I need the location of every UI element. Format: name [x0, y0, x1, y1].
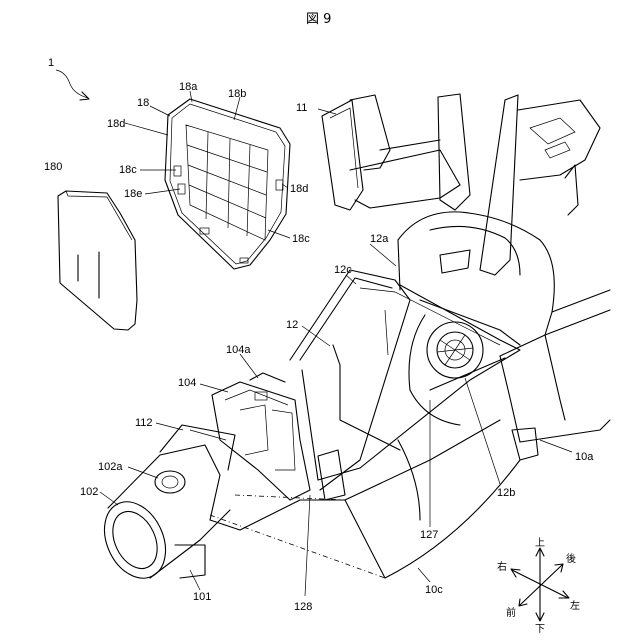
dir-back: 後 — [566, 552, 576, 565]
label-18d-right: 18d — [290, 183, 308, 195]
label-18c-left: 18c — [119, 164, 137, 176]
center-lines — [210, 495, 385, 578]
label-18e: 18e — [124, 188, 142, 200]
dir-front: 前 — [506, 606, 516, 619]
label-10a: 10a — [575, 451, 594, 463]
label-18: 18 — [137, 97, 149, 109]
label-128: 128 — [294, 601, 312, 613]
label-104a: 104a — [226, 344, 251, 356]
label-12: 12 — [286, 319, 298, 331]
label-18b: 18b — [228, 88, 246, 100]
label-180: 180 — [44, 161, 62, 173]
label-112: 112 — [135, 417, 153, 429]
label-18c-bottom: 18c — [292, 233, 310, 245]
dir-up: 上 — [535, 537, 545, 549]
label-102a: 102a — [98, 461, 123, 473]
dir-right: 右 — [497, 560, 507, 573]
filter-frame-18 — [165, 99, 290, 269]
handle-11 — [322, 94, 600, 275]
arrow-1-head — [80, 92, 89, 100]
nozzle-102 — [93, 425, 345, 588]
label-12a: 12a — [370, 233, 389, 245]
figure-title: 図 9 — [306, 12, 331, 27]
reference-labels: 1 18 18a 18b 18d 18c 18e 18d 18c 180 11 … — [44, 57, 594, 613]
label-127: 127 — [420, 529, 438, 541]
label-18a: 18a — [179, 81, 198, 93]
label-101: 101 — [193, 591, 211, 603]
direction-compass: 上 下 右 左 前 後 — [497, 537, 580, 635]
label-10c: 10c — [425, 584, 443, 596]
label-1: 1 — [48, 57, 54, 69]
label-12c: 12c — [334, 264, 352, 276]
dir-down: 下 — [535, 624, 545, 635]
label-104: 104 — [178, 377, 196, 389]
label-11: 11 — [296, 102, 307, 114]
label-12b: 12b — [497, 487, 515, 499]
filter-sheet-180 — [58, 191, 137, 330]
label-18d-top: 18d — [107, 118, 125, 130]
connector-104 — [212, 373, 345, 500]
label-102: 102 — [80, 486, 98, 498]
dir-left: 左 — [570, 599, 580, 612]
